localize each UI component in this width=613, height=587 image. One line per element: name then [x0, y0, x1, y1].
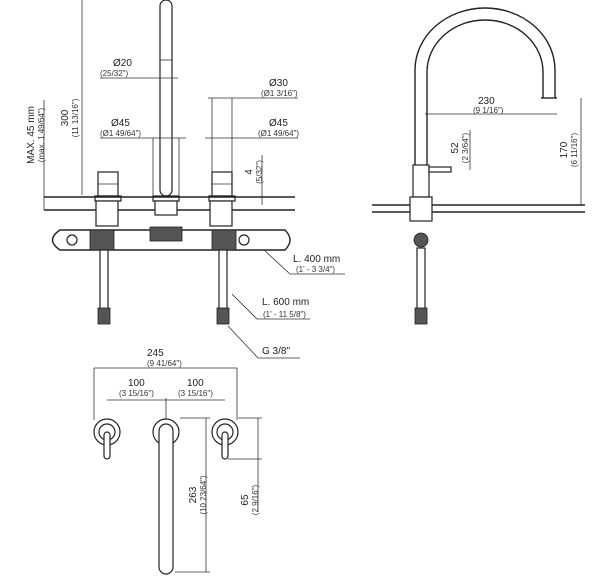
handle-base-diameter-label: Ø45	[269, 118, 288, 129]
svg-text:(Ø1 3/16"): (Ø1 3/16")	[261, 89, 298, 98]
spacing-right-label: 100	[187, 378, 204, 389]
side-view: 230 (9 1/16") 52 (2 3/64") 170 (6 11/16"…	[372, 7, 585, 325]
svg-text:(3 15/16"): (3 15/16")	[119, 389, 154, 398]
side-lever	[428, 166, 452, 173]
svg-text:(11 13/16"): (11 13/16")	[71, 98, 80, 137]
svg-text:(6 11/16"): (6 11/16")	[570, 133, 579, 168]
base-height-label: 4	[244, 169, 255, 175]
handle-top-diameter-label: Ø30	[269, 78, 288, 89]
top-view: 245 (9 41/64") 100 (3 15/16") 100 (3 15/…	[93, 348, 262, 575]
spacing-left-label: 100	[128, 378, 145, 389]
svg-text:(5/32"): (5/32")	[255, 160, 264, 184]
svg-text:(9 1/16"): (9 1/16")	[473, 106, 504, 115]
overall-width-label: 245	[147, 348, 164, 359]
spout-arc-outer	[414, 7, 556, 195]
hose-short-length-label: L. 400 mm	[293, 254, 340, 265]
hose-long-length-label: L. 600 mm	[262, 297, 309, 308]
svg-text:(2 9/16"): (2 9/16")	[251, 484, 260, 515]
spout-length-label: 263	[188, 486, 199, 503]
spout-base-diameter-label: Ø45	[111, 118, 130, 129]
reach-label: 230	[478, 96, 495, 107]
crossover-hose	[51, 229, 291, 251]
lever-height-label: 52	[450, 142, 461, 154]
svg-text:(Ø1 49/64"): (Ø1 49/64")	[258, 129, 299, 138]
spout-diameter-label: Ø20	[113, 58, 132, 69]
front-view: Ø20 (25/32") Ø30 (Ø1 3/16") Ø45 (Ø1 49/6…	[26, 0, 345, 359]
spout-tube	[159, 0, 173, 197]
svg-text:(9 41/64"): (9 41/64")	[147, 359, 182, 368]
height-label: 300	[60, 109, 71, 126]
svg-text:(10 23/64"): (10 23/64")	[199, 475, 208, 515]
svg-text:(1' - 3 3/4"): (1' - 3 3/4")	[296, 265, 335, 274]
spout-top	[158, 423, 174, 575]
svg-text:(Ø1 49/64"): (Ø1 49/64")	[100, 129, 141, 138]
mixer-connector	[149, 226, 183, 242]
spout-height-label: 170	[559, 141, 570, 158]
connection-thread-label: G 3/8"	[262, 346, 290, 357]
svg-text:(3 15/16"): (3 15/16")	[178, 389, 213, 398]
spout-arc-inner	[426, 19, 544, 195]
svg-text:(max. 1 49/64"): (max. 1 49/64")	[37, 107, 46, 162]
svg-text:(25/32"): (25/32")	[100, 69, 129, 78]
lever-length-label: 65	[240, 494, 251, 506]
max-deck-thickness-label: MAX. 45 mm	[26, 106, 37, 164]
svg-text:(2 3/64"): (2 3/64")	[461, 132, 470, 163]
svg-text:(1' - 11 5/8"): (1' - 11 5/8")	[263, 310, 306, 319]
